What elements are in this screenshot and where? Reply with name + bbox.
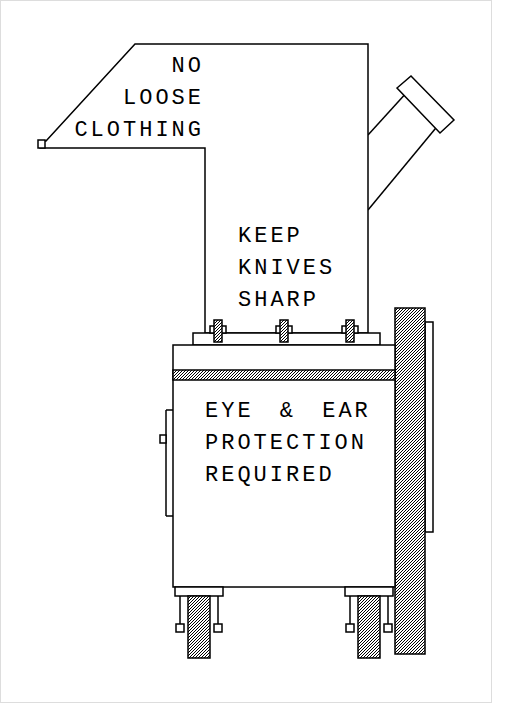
warning-label: KEEP KNIVES SHARP bbox=[238, 221, 340, 317]
warning-label: EYE & EAR PROTECTION REQUIRED bbox=[205, 396, 373, 492]
bolt-stud bbox=[346, 320, 354, 342]
bolt-stud bbox=[214, 320, 222, 342]
warning-label: NO LOOSE CLOTHING bbox=[70, 51, 204, 147]
bolt-stud bbox=[280, 320, 288, 342]
